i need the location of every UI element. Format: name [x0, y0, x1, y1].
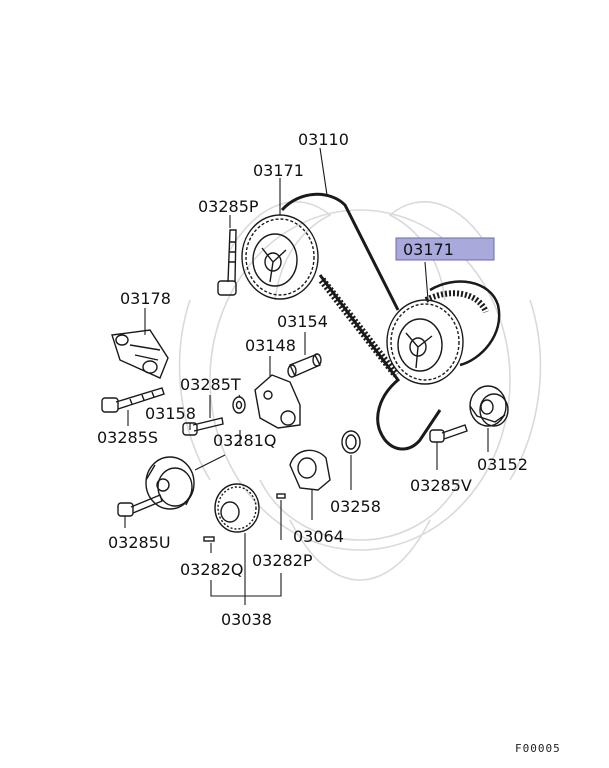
- tensioner-03178[interactable]: [111, 329, 169, 379]
- camshaft-sprocket-right[interactable]: [386, 299, 464, 385]
- label-03110[interactable]: 03110: [298, 130, 349, 149]
- timing-belt-03110[interactable]: [280, 192, 501, 451]
- label-03064[interactable]: 03064: [293, 527, 344, 546]
- highlight-box-03171[interactable]: [395, 237, 495, 261]
- figure-code: F00005: [515, 742, 561, 755]
- label-03282Q[interactable]: 03282Q: [180, 560, 244, 579]
- bolt-03285S[interactable]: [101, 387, 165, 413]
- washer-03285T[interactable]: [232, 396, 246, 414]
- label-03258[interactable]: 03258: [330, 497, 381, 516]
- label-03178[interactable]: 03178: [120, 289, 171, 308]
- key-03282P[interactable]: [276, 493, 286, 499]
- label-03171-top[interactable]: 03171: [253, 161, 304, 180]
- label-03285U[interactable]: 03285U: [108, 533, 171, 552]
- watermark-emblem: [178, 201, 542, 581]
- label-03282P[interactable]: 03282P: [252, 551, 313, 570]
- label-03285S[interactable]: 03285S: [97, 428, 158, 447]
- plate-03064[interactable]: [289, 449, 331, 491]
- key-03282Q[interactable]: [203, 536, 215, 542]
- camshaft-sprocket-left[interactable]: [241, 214, 319, 300]
- tensioner-pulley-03152[interactable]: [469, 385, 509, 427]
- label-03154[interactable]: 03154: [277, 312, 328, 331]
- bolt-03285P[interactable]: [217, 229, 237, 296]
- leader-lines: [124, 147, 489, 605]
- label-03285P[interactable]: 03285P: [198, 197, 259, 216]
- label-03148[interactable]: 03148: [245, 336, 296, 355]
- idler-pulley-03158[interactable]: [145, 456, 195, 510]
- bracket-03148[interactable]: [254, 374, 301, 429]
- bolt-03285U[interactable]: [117, 494, 163, 517]
- seal-03258[interactable]: [341, 430, 361, 454]
- label-03152[interactable]: 03152: [477, 455, 528, 474]
- label-03171-highlighted[interactable]: 03171: [403, 240, 454, 259]
- label-03158[interactable]: 03158: [145, 404, 196, 423]
- label-03038[interactable]: 03038: [221, 610, 272, 629]
- label-03281Q[interactable]: 03281Q: [213, 431, 277, 450]
- bolt-03285V[interactable]: [429, 424, 468, 443]
- crank-sprocket-03038[interactable]: [214, 483, 260, 533]
- label-03285V[interactable]: 03285V: [410, 476, 472, 495]
- pin-03154[interactable]: [287, 353, 322, 378]
- label-03285T[interactable]: 03285T: [180, 375, 241, 394]
